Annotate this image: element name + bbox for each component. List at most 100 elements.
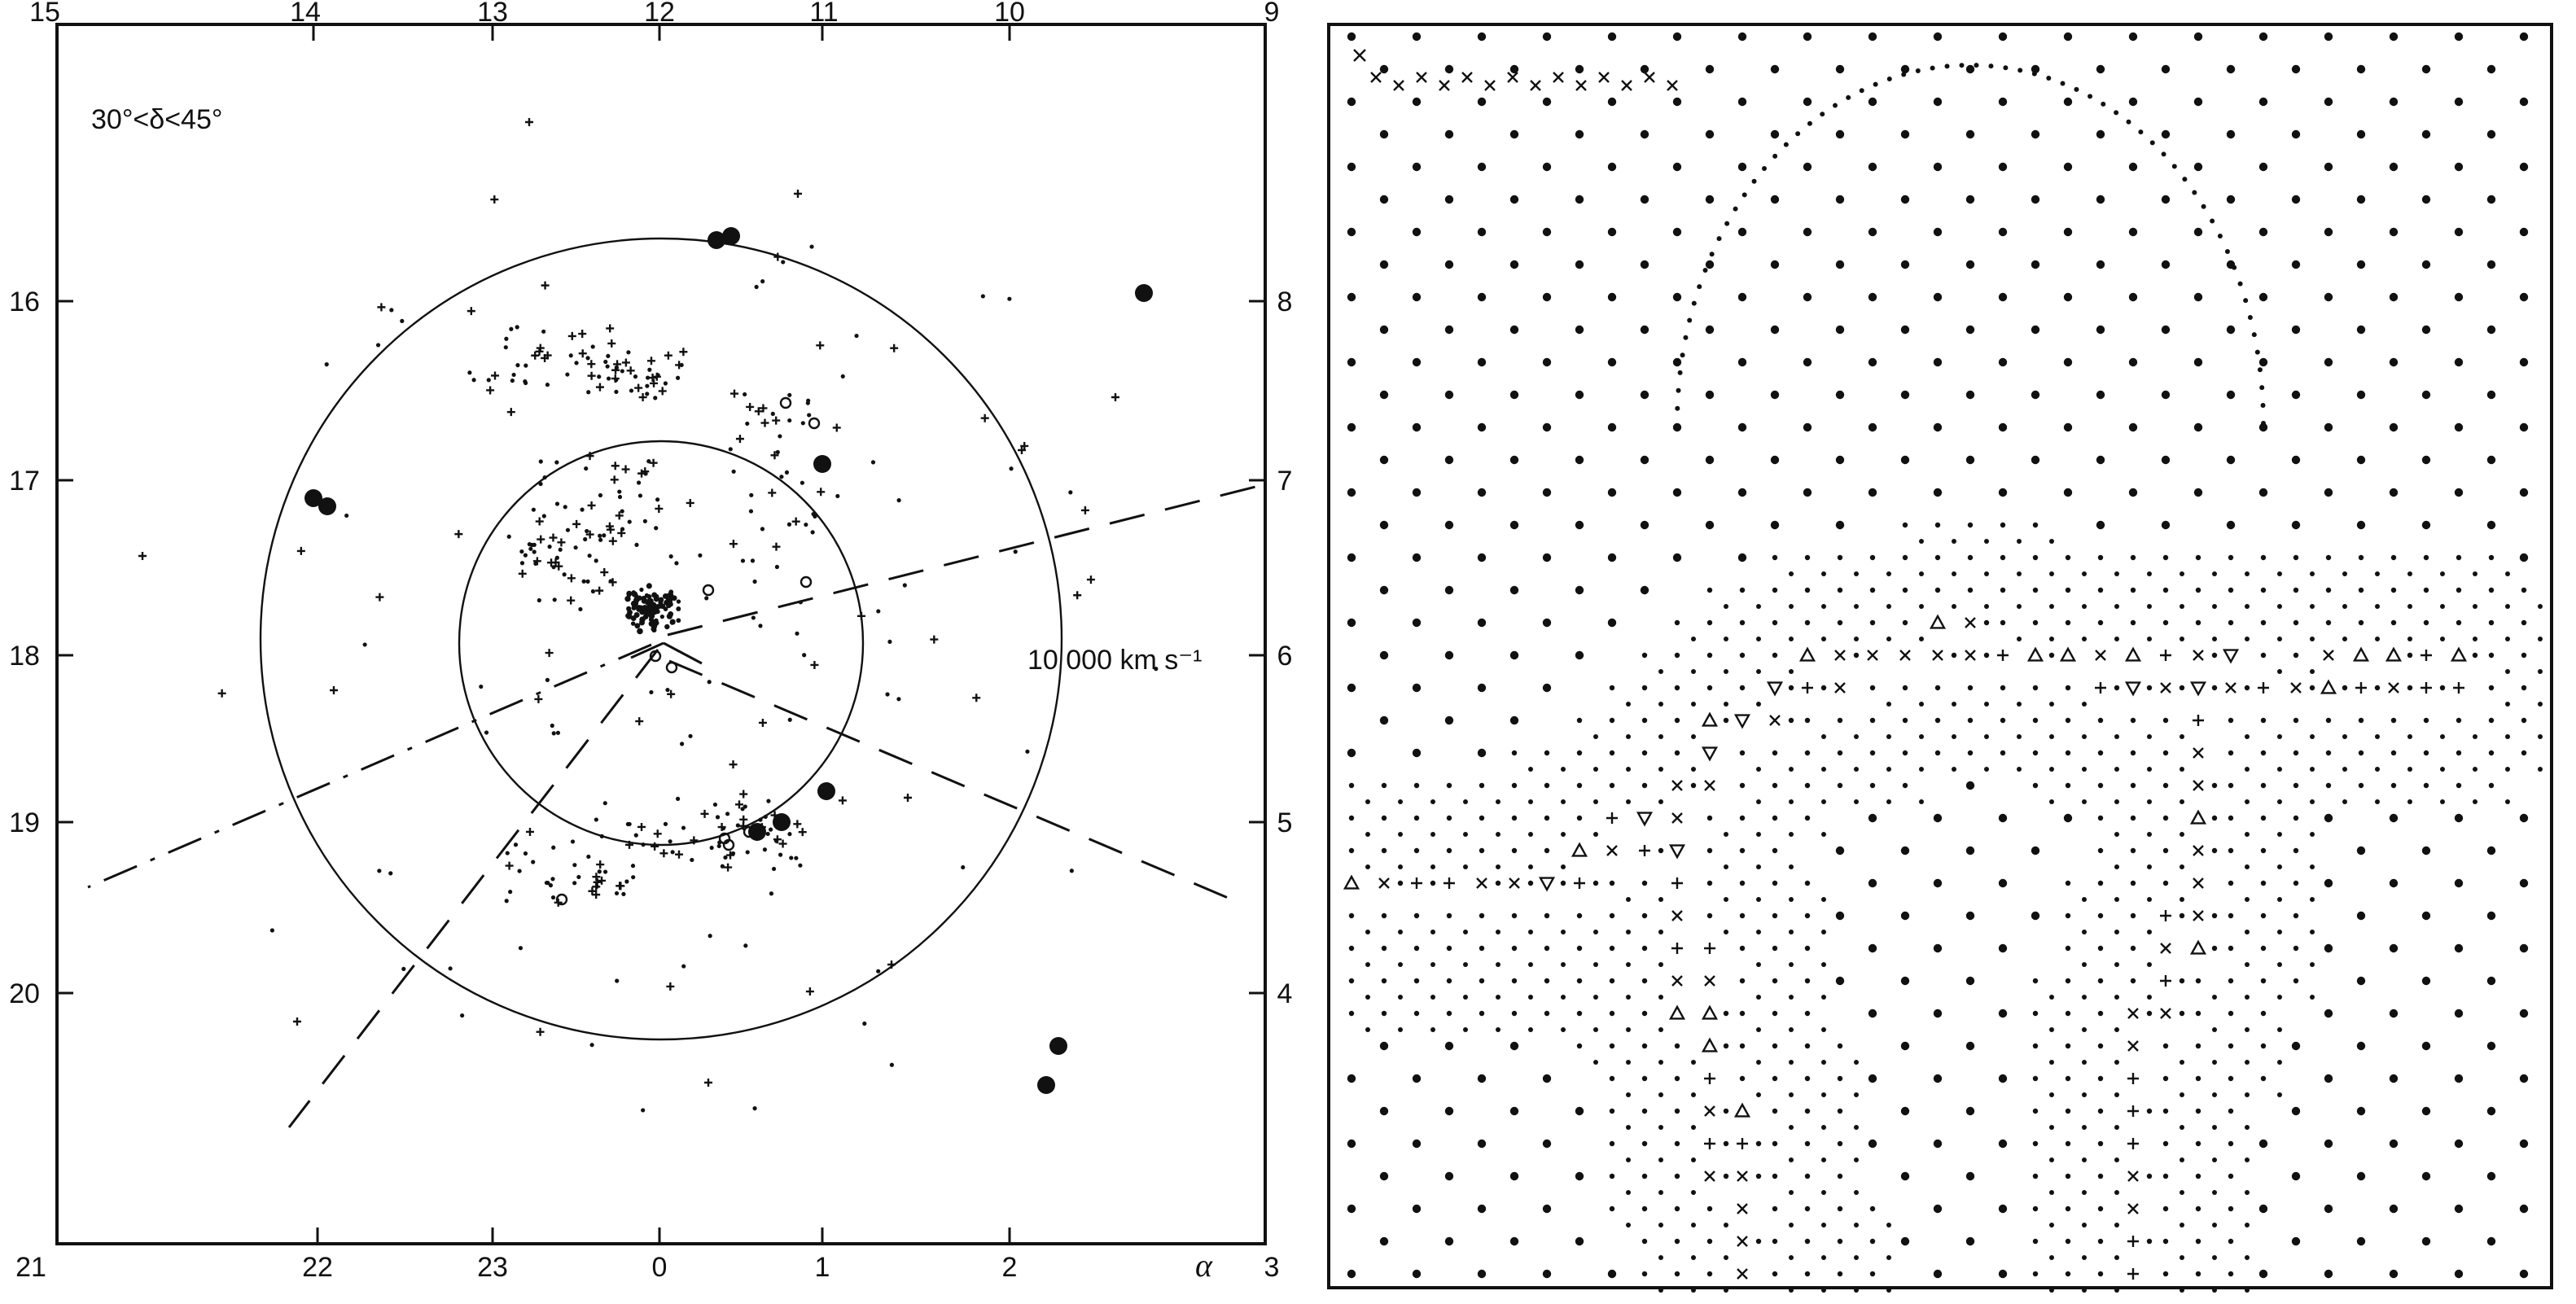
grid-dot xyxy=(2454,422,2464,432)
galaxy-dot xyxy=(647,367,652,372)
galaxy-dot xyxy=(484,730,489,735)
grid-dot xyxy=(1609,978,1615,984)
grid-dot xyxy=(1347,553,1356,562)
galaxy-dot xyxy=(641,842,646,847)
grid-dot xyxy=(1854,734,1859,739)
grid-dot xyxy=(2342,685,2348,691)
galaxy-dot xyxy=(590,344,595,349)
galaxy-dot xyxy=(523,553,528,558)
galaxy-dot xyxy=(760,527,765,532)
grid-dot xyxy=(1544,1010,1550,1017)
grid-dot xyxy=(1658,1157,1663,1162)
grid-dot xyxy=(1691,637,1696,641)
grid-dot xyxy=(2096,390,2105,400)
grid-dot xyxy=(1821,832,1826,837)
galaxy-dot xyxy=(602,533,607,538)
plus-marker xyxy=(649,458,658,467)
triangle-up-marker xyxy=(2320,679,2337,694)
galaxy-dot xyxy=(735,823,740,828)
triangle-down-marker xyxy=(2222,649,2240,664)
grid-dot xyxy=(2128,422,2138,432)
grid-dot xyxy=(2228,880,2234,886)
grid-dot xyxy=(1789,1255,1794,1260)
grid-dot xyxy=(1739,685,1746,691)
grid-dot xyxy=(2356,520,2366,530)
grid-dot xyxy=(1593,1060,1598,1065)
triangle-up-marker xyxy=(1668,1004,1686,1020)
grid-dot xyxy=(1998,357,2008,367)
galaxy-dot xyxy=(517,869,522,873)
grid-dot xyxy=(1430,930,1435,934)
plus-marker xyxy=(377,303,386,312)
grid-dot xyxy=(1821,1027,1826,1032)
grid-dot xyxy=(2421,1106,2431,1116)
grid-dot xyxy=(2258,488,2268,497)
plus-marker xyxy=(793,820,802,829)
galaxy-dot xyxy=(754,284,759,290)
grid-dot xyxy=(1412,162,1422,172)
left-panel-frame xyxy=(55,23,1267,1245)
grid-dot xyxy=(2201,203,2206,209)
plus-marker xyxy=(659,849,668,858)
right-tick-7: 7 xyxy=(1277,466,1293,497)
grid-dot xyxy=(1365,995,1370,1000)
galaxy-dot xyxy=(511,372,516,378)
plus-marker xyxy=(608,578,617,587)
grid-dot xyxy=(1789,995,1794,1000)
grid-dot xyxy=(2456,782,2462,789)
cross-marker xyxy=(1899,650,1911,661)
grid-dot xyxy=(1967,717,1974,724)
grid-dot xyxy=(1772,652,1778,659)
cross-marker xyxy=(1704,975,1715,987)
grid-dot xyxy=(1756,930,1761,934)
open-circle-marker xyxy=(800,575,813,589)
grid-dot xyxy=(1674,685,1680,691)
grid-dot xyxy=(1804,1173,1811,1179)
cross-marker xyxy=(1530,80,1541,91)
grid-dot xyxy=(1772,1173,1778,1179)
grid-dot xyxy=(2245,604,2250,609)
grid-dot xyxy=(1592,880,1599,886)
grid-dot xyxy=(1542,488,1552,497)
grid-dot xyxy=(1398,1027,1403,1032)
grid-dot xyxy=(1658,1092,1663,1097)
grid-dot xyxy=(2228,782,2234,789)
grid-dot xyxy=(1658,1223,1663,1227)
declination-label: 30°<δ<45° xyxy=(91,104,222,135)
cluster-galaxy-dot xyxy=(642,608,647,614)
galaxy-dot xyxy=(800,421,805,426)
grid-dot xyxy=(1789,864,1794,869)
grid-dot xyxy=(1509,585,1519,595)
galaxy-dot xyxy=(509,326,514,331)
galaxy-dot xyxy=(594,884,599,889)
galaxy-dot xyxy=(624,879,629,884)
grid-dot xyxy=(1528,864,1533,869)
grid-dot xyxy=(1772,1010,1778,1017)
grid-dot xyxy=(2421,195,2431,204)
grid-dot xyxy=(1680,352,1685,358)
triangle-down-marker xyxy=(1701,746,1719,762)
grid-dot xyxy=(1607,162,1617,172)
plus-marker xyxy=(791,517,800,526)
grid-dot xyxy=(1789,604,1794,609)
plus-marker xyxy=(664,351,672,360)
plus-marker xyxy=(746,402,755,411)
cross-marker xyxy=(1834,650,1846,661)
galaxy-dot xyxy=(519,561,525,566)
galaxy-dot xyxy=(781,826,786,831)
grid-dot xyxy=(1658,995,1663,1000)
galaxy-dot xyxy=(750,558,756,563)
grid-dot xyxy=(2082,571,2087,576)
plus-marker xyxy=(856,611,865,620)
grid-dot xyxy=(2293,652,2299,659)
grid-dot xyxy=(1446,912,1452,919)
cross-marker xyxy=(2127,1171,2139,1182)
grid-dot xyxy=(2065,717,2071,724)
grid-dot xyxy=(1821,799,1826,804)
grid-dot xyxy=(2342,571,2347,576)
grid-dot xyxy=(1477,1074,1487,1083)
grid-dot xyxy=(1658,734,1663,739)
grid-dot xyxy=(1803,32,1812,42)
grid-dot xyxy=(1821,962,1826,967)
cross-marker xyxy=(2388,682,2399,694)
